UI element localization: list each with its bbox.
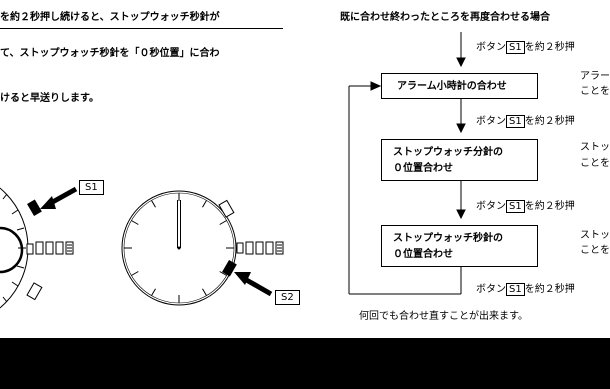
s2-callout-label: S2 xyxy=(281,292,294,303)
box-1-side-note-2: ことを xyxy=(580,86,610,97)
watch-illustrations xyxy=(0,186,284,309)
flowchart-connectors xyxy=(348,32,466,295)
s1-button-label: S1 xyxy=(506,283,525,296)
box-2-side-note-2: ことを xyxy=(580,158,610,169)
instruction-underline xyxy=(0,28,283,29)
s1-button-label: S1 xyxy=(506,41,525,54)
instruction-line-2: て、ストップウォッチ秒針を「０秒位置」に合わ xyxy=(0,48,220,59)
s1-callout-box: S1 xyxy=(79,180,104,195)
flow-footer-text: 何回でも合わせ直すことが出来ます。 xyxy=(359,311,528,322)
box-3-side-note-1: ストッ xyxy=(580,230,610,241)
s1-button-label: S1 xyxy=(506,115,525,128)
flow-box-stopwatch-minute-line-2: ０位置合わせ xyxy=(393,163,453,174)
flow-box-stopwatch-second-line-2: ０位置合わせ xyxy=(393,249,453,260)
box-1-side-note-1: アラー xyxy=(580,71,610,82)
flow-intro-text: 既に合わせ終わったところを再度合わせる場合 xyxy=(340,12,550,23)
s2-callout-box: S2 xyxy=(275,290,300,305)
right-watch-icon xyxy=(121,190,284,306)
instruction-line-3: けると早送りします。 xyxy=(0,93,99,104)
flow-box-stopwatch-second-line-1: ストップウォッチ秒針の xyxy=(393,233,503,244)
box-3-side-note-2: ことを xyxy=(580,245,610,256)
s1-button-label: S1 xyxy=(506,200,525,213)
manual-page: を約２秒押し続けると、ストップウォッチ秒針が て、ストップウォッチ秒針を「０秒位… xyxy=(0,0,610,338)
box-2-side-note-1: ストッ xyxy=(580,142,610,153)
s1-callout-label: S1 xyxy=(85,182,98,193)
left-watch-icon xyxy=(0,186,78,309)
flow-box-stopwatch-second: ストップウォッチ秒針の ０位置合わせ xyxy=(381,225,538,267)
flow-box-alarm-hour-label: アラーム小時計の合わせ xyxy=(397,81,507,92)
flow-box-stopwatch-minute-line-1: ストップウォッチ分針の xyxy=(393,147,503,158)
flow-box-alarm-hour: アラーム小時計の合わせ xyxy=(381,73,538,99)
flow-box-stopwatch-minute: ストップウォッチ分針の ０位置合わせ xyxy=(381,139,538,181)
instruction-line-1: を約２秒押し続けると、ストップウォッチ秒針が xyxy=(0,12,220,23)
